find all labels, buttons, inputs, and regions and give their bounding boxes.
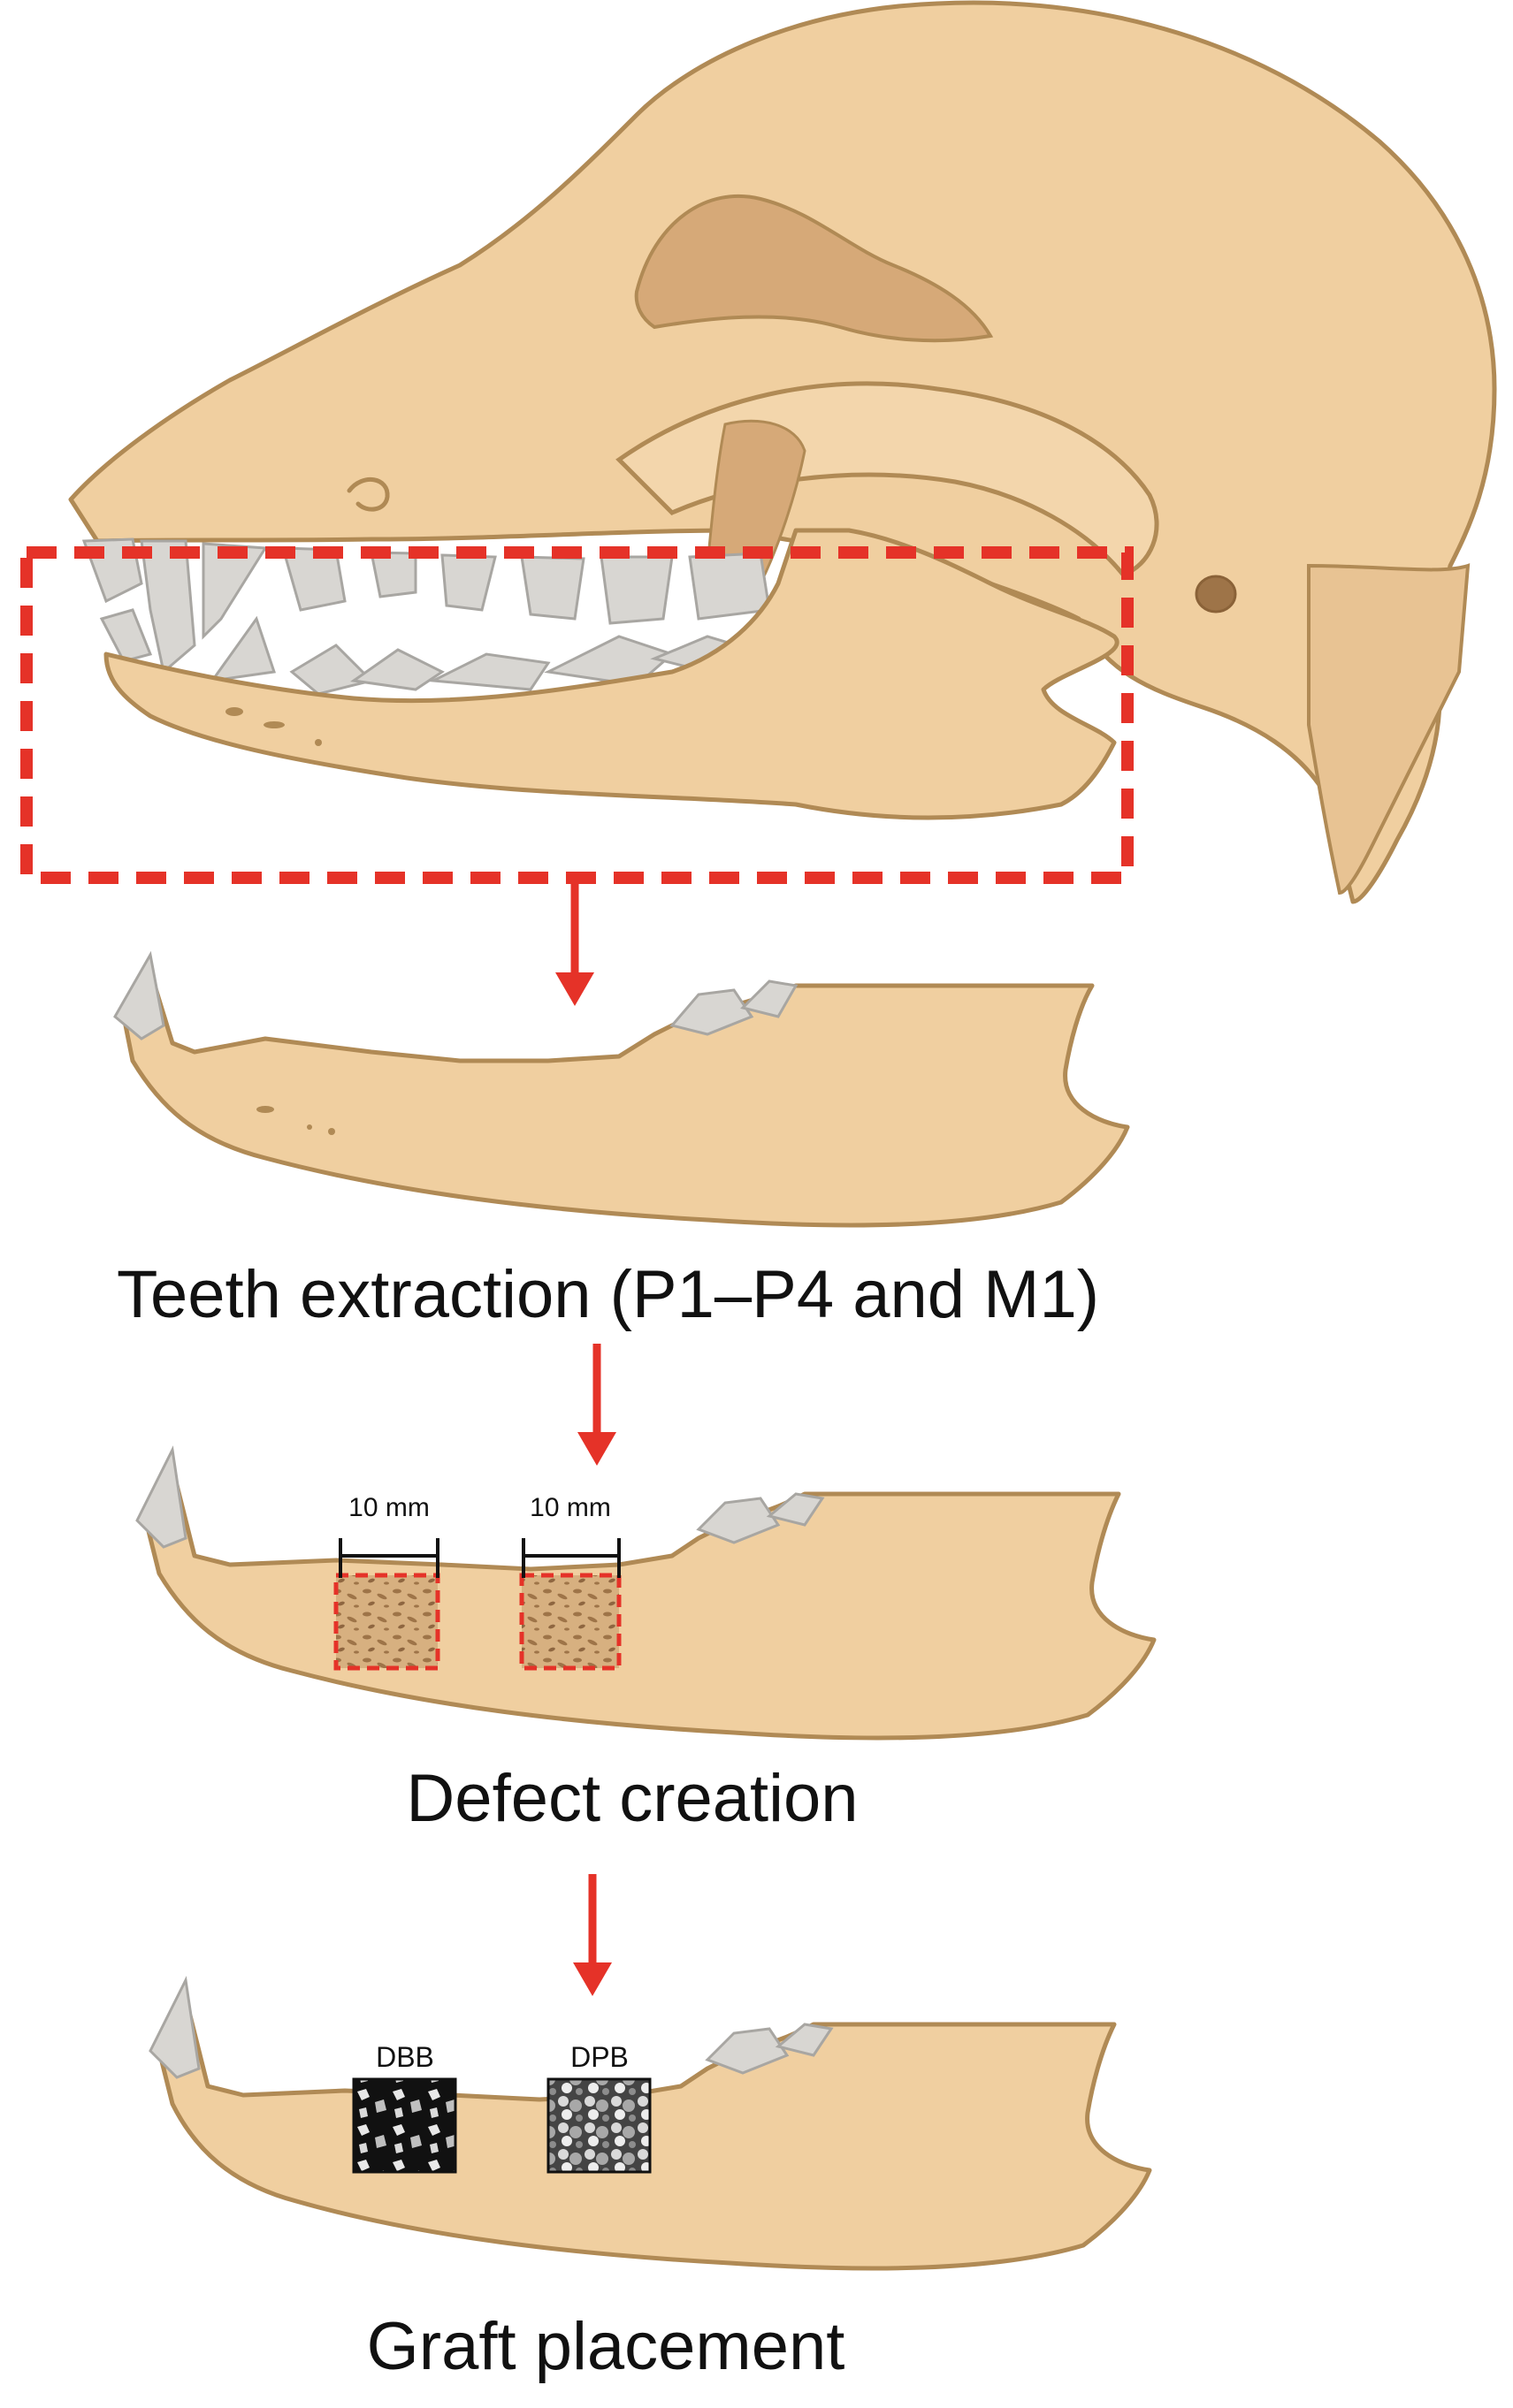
defect-width-bracket-2 bbox=[522, 1538, 621, 1578]
defect-width-bracket-1 bbox=[339, 1538, 439, 1578]
mandible-foramina bbox=[225, 707, 322, 746]
skull-illustration bbox=[68, 0, 1497, 904]
defect-width-label-2: 10 mm bbox=[530, 1493, 611, 1522]
arrow-2 bbox=[577, 1344, 616, 1466]
skull-mandible bbox=[103, 528, 1119, 820]
skull-occipital bbox=[1307, 563, 1471, 895]
skull-nasal-detail bbox=[347, 476, 390, 512]
defect-width-label-1: 10 mm bbox=[348, 1493, 430, 1522]
lower-teeth bbox=[99, 608, 754, 696]
step-label-defect: Defect creation bbox=[406, 1761, 859, 1836]
defect-site-2 bbox=[519, 1573, 622, 1671]
arrow-1 bbox=[555, 884, 594, 1006]
skull-ear-opening bbox=[1195, 575, 1237, 613]
graft-label-dbb: DBB bbox=[376, 2041, 434, 2073]
teeth-region-highlight-box bbox=[20, 546, 1134, 884]
graft-label-dpb: DPB bbox=[570, 2041, 629, 2073]
mandible-graft bbox=[149, 1976, 1152, 2271]
step-label-extraction: Teeth extraction (P1–P4 and M1) bbox=[116, 1257, 1100, 1332]
defect-site-1 bbox=[333, 1573, 440, 1671]
graft-dbb-image bbox=[352, 2077, 457, 2174]
arrow-3 bbox=[573, 1874, 612, 1996]
mandible-defect bbox=[135, 1445, 1157, 1741]
skull-orbit bbox=[634, 194, 994, 343]
mandible-extraction bbox=[113, 950, 1130, 1228]
step-label-graft: Graft placement bbox=[366, 2309, 845, 2384]
skull-fossa bbox=[706, 419, 806, 585]
graft-dpb-image bbox=[546, 2077, 652, 2174]
